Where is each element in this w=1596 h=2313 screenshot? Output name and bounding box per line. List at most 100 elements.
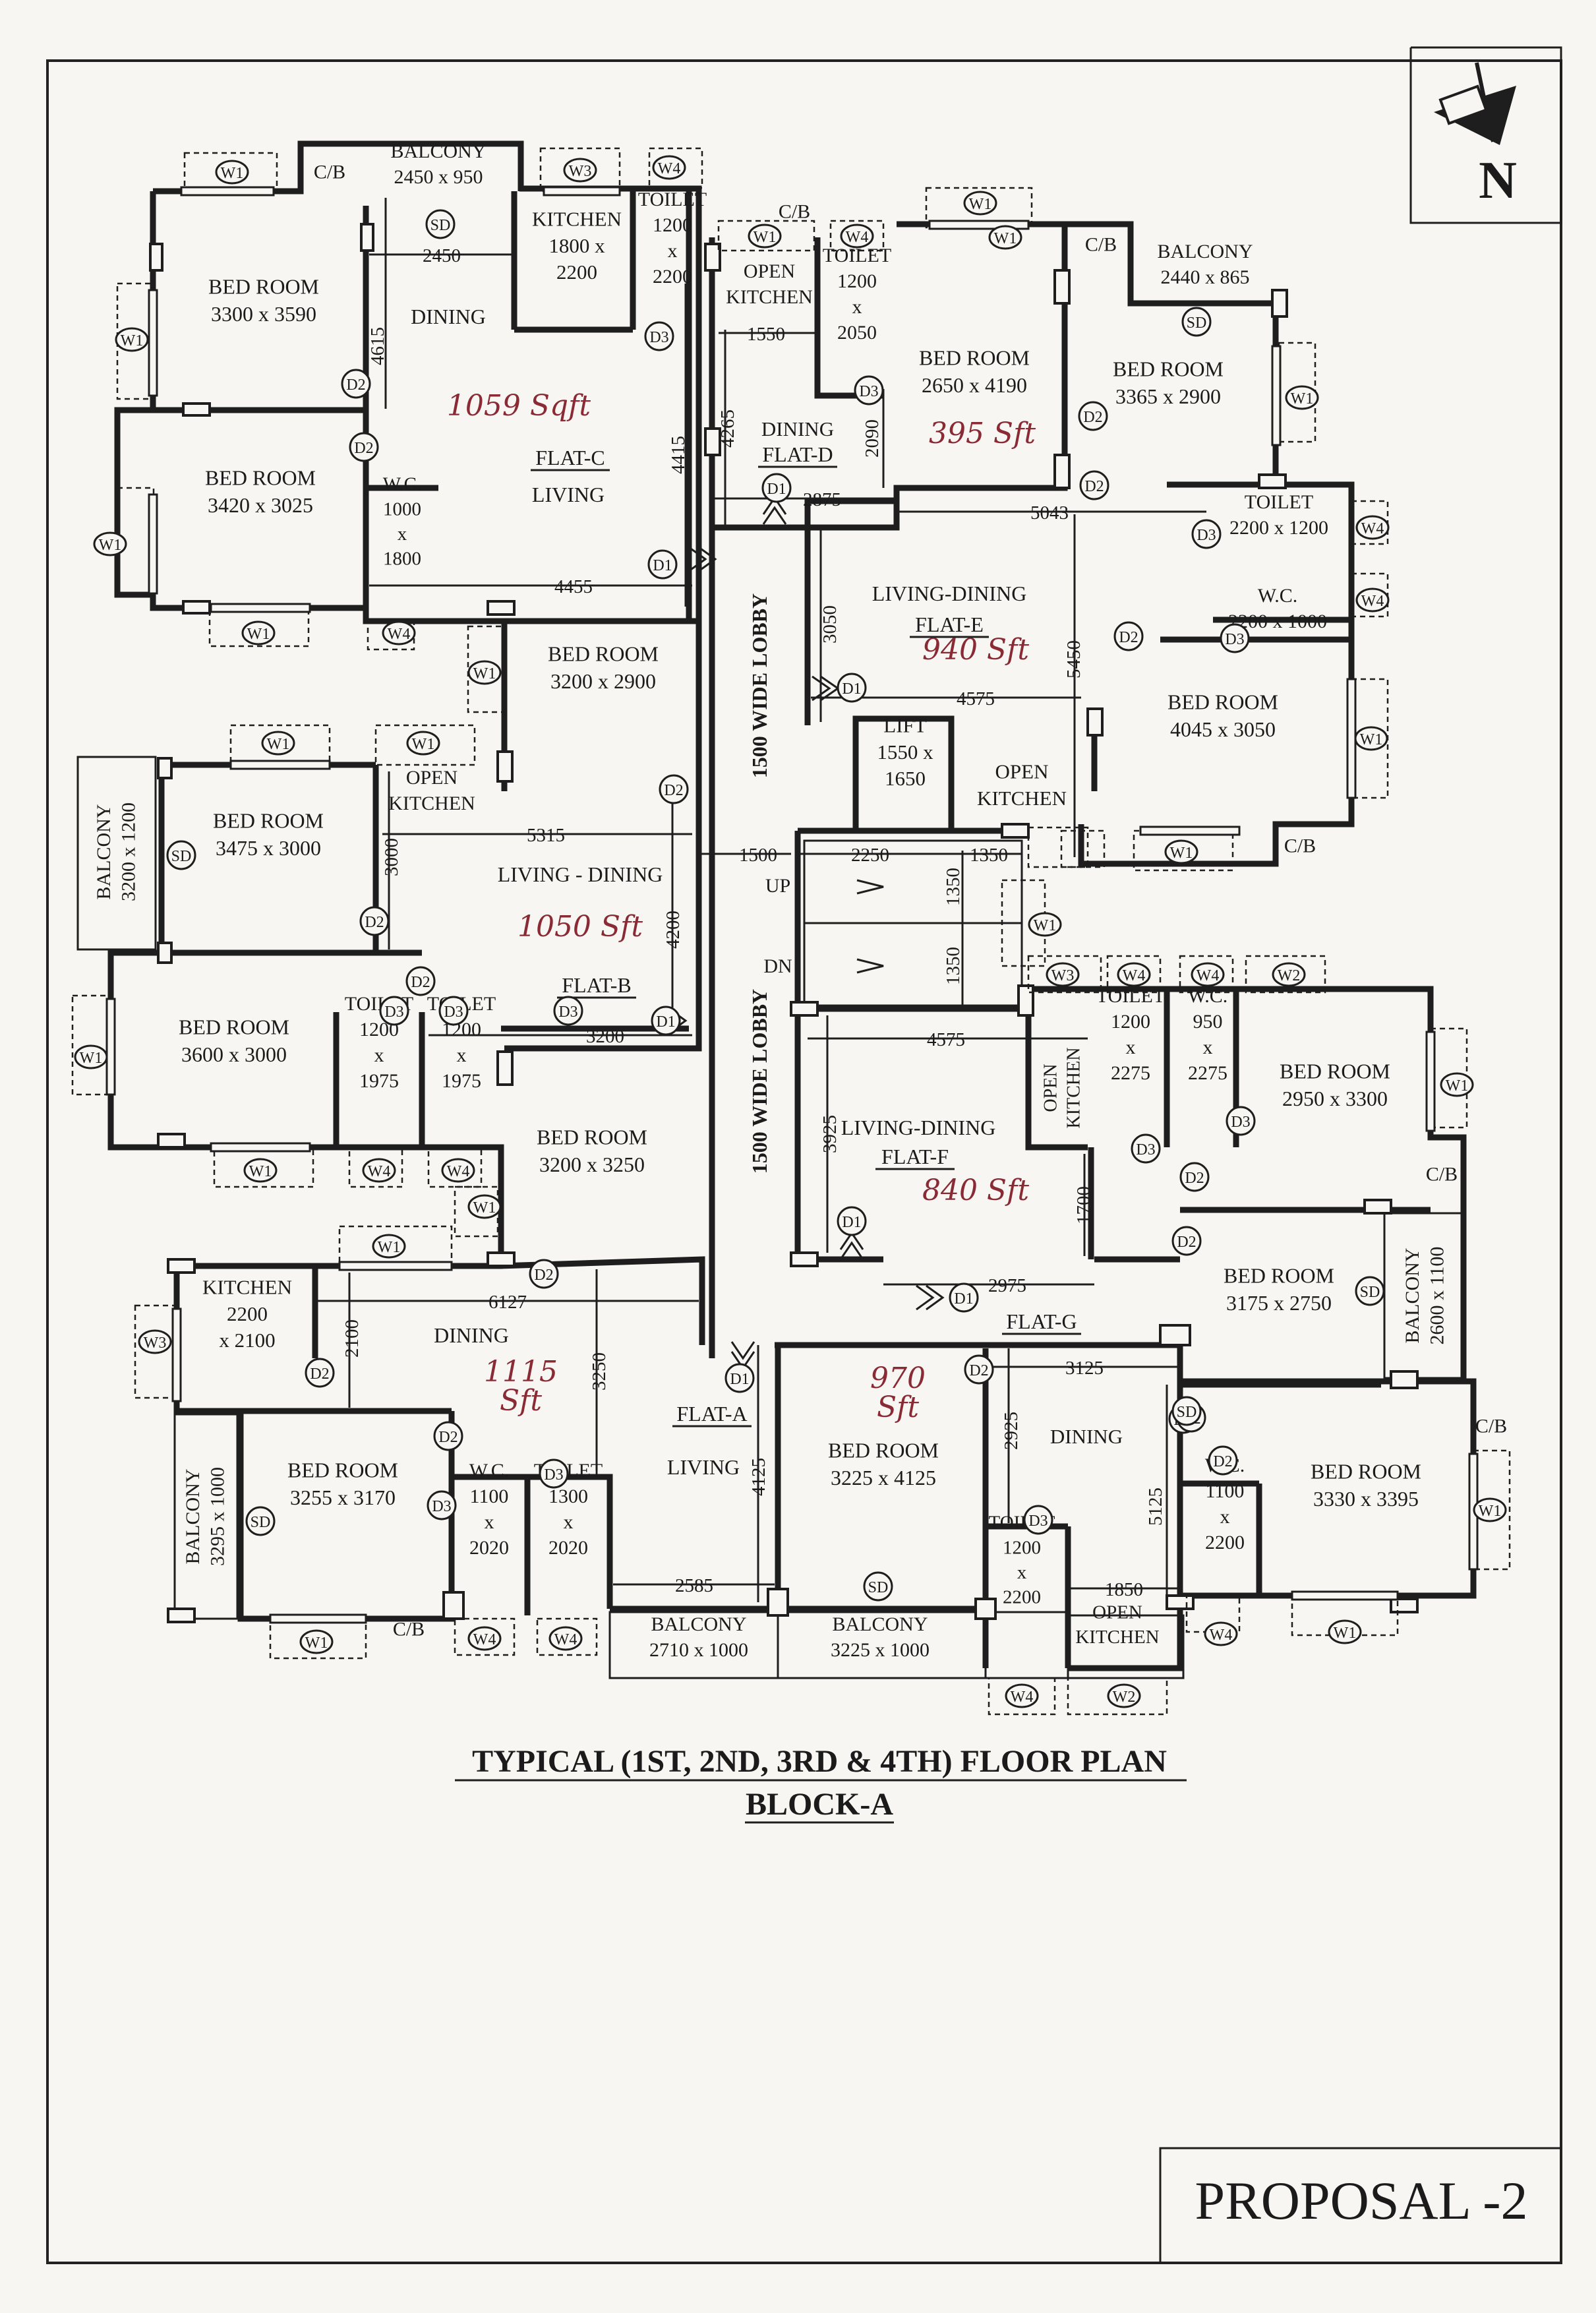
room-label-line: OPEN — [744, 260, 795, 282]
room-label-line: x — [1203, 1036, 1213, 1058]
room-label-line: 3225 x 4125 — [831, 1466, 936, 1489]
window-tag: W4 — [1355, 515, 1390, 540]
window-tag: W1 — [299, 1629, 334, 1654]
dimension-lines — [316, 198, 1206, 1602]
door-tag: D1 — [647, 549, 678, 580]
stair-up-label: UP — [765, 875, 790, 897]
tag-label: W1 — [249, 1163, 272, 1180]
door-tag: D2 — [405, 966, 436, 996]
tag-label: W4 — [1361, 593, 1384, 610]
room-label: DINING — [434, 1323, 509, 1347]
tag-label: W4 — [368, 1163, 391, 1180]
room-label-line: 2200 — [556, 260, 597, 284]
door-tag: D1 — [724, 1363, 755, 1393]
tag-label: W1 — [121, 332, 144, 349]
tag-label: SD — [868, 1579, 889, 1596]
dimension-label: 6127 — [488, 1292, 527, 1313]
tag-label: W3 — [1051, 967, 1075, 984]
tag-label: D2 — [1213, 1453, 1232, 1470]
room-label-line: BED ROOM — [208, 274, 319, 298]
tag-label: W4 — [473, 1631, 496, 1648]
room-label-line: 1100 — [1206, 1480, 1245, 1502]
room-label-line: KITCHEN — [1075, 1627, 1159, 1648]
tag-label: D2 — [1185, 1170, 1204, 1187]
tag-label: W1 — [221, 165, 244, 182]
room-label-line: 1800 x — [548, 234, 605, 257]
room-label-line: W.C. — [469, 1460, 510, 1482]
window-tag: W2 — [1272, 962, 1306, 987]
door-tag: D2 — [659, 774, 689, 804]
room-label-line: 3175 x 2750 — [1226, 1291, 1332, 1315]
tag-label: D2 — [438, 1429, 458, 1446]
flat-name-label: FLAT-B — [562, 973, 632, 997]
drawing-block: BLOCK-A — [746, 1787, 893, 1822]
room-label-line: x — [485, 1511, 494, 1533]
door-tag: D1 — [837, 673, 867, 703]
room-label-line: OPEN — [406, 767, 458, 789]
tag-label: D2 — [969, 1362, 988, 1379]
room-label-line: C/B — [1426, 1164, 1458, 1186]
dimension-label: 2585 — [675, 1575, 713, 1596]
tag-label: D3 — [1225, 631, 1244, 648]
lobby-label-lower: 1500 WIDE LOBBY — [748, 989, 771, 1174]
room-label-line: 1975 — [442, 1070, 481, 1092]
window-tag: W4 — [362, 1158, 396, 1183]
door-tag: D3 — [644, 321, 674, 351]
tag-label: D2 — [1177, 1234, 1196, 1251]
tag-label: D3 — [544, 1466, 563, 1484]
window-tag: W1 — [215, 160, 249, 185]
dimension-label: 1350 — [943, 868, 964, 906]
sliding-door-tag: SD — [1355, 1276, 1385, 1306]
window-tag: W1 — [1028, 912, 1062, 937]
door-tag: D3 — [427, 1490, 457, 1520]
door-tag: D1 — [651, 1006, 681, 1036]
dimension-label: 4575 — [957, 688, 995, 709]
tag-label: W1 — [1034, 917, 1057, 934]
room-label-line: x — [852, 296, 862, 318]
room-label: LIVING — [667, 1455, 740, 1479]
door-tag: D2 — [1078, 401, 1108, 431]
flat-area-label: 1050 Sft — [517, 910, 643, 944]
room-label-line: BED ROOM — [1280, 1059, 1390, 1083]
tag-label: D1 — [842, 680, 861, 698]
room-label-line: 3365 x 2900 — [1115, 384, 1221, 408]
tag-label: W1 — [247, 626, 270, 643]
tag-label: W1 — [1291, 390, 1314, 407]
room-label-line: LIVING-DINING — [872, 582, 1027, 605]
room-label-line: BED ROOM — [537, 1125, 647, 1149]
room-label-line: W.C. — [1188, 985, 1228, 1007]
room-label: C/B — [1426, 1164, 1458, 1186]
vertical-room-label-line: OPEN — [1040, 1064, 1061, 1112]
tag-label: W1 — [1446, 1077, 1469, 1095]
sliding-door-tag: SD — [425, 209, 456, 239]
proposal-box: PROPOSAL -2 — [1159, 2147, 1561, 2263]
room-label-line: x — [1220, 1506, 1230, 1528]
room-label-line: TOILET — [638, 189, 707, 210]
tag-label: D1 — [730, 1371, 749, 1388]
tag-label: W4 — [1011, 1689, 1034, 1706]
tag-label: D2 — [346, 376, 365, 394]
tag-label: D3 — [1231, 1114, 1250, 1131]
tag-label: W1 — [305, 1635, 328, 1652]
north-arrow-box: N — [1409, 46, 1562, 224]
room-label-line: DINING — [411, 305, 486, 328]
sliding-door-tag: SD — [863, 1571, 893, 1602]
room-label-line: BALCONY — [1157, 241, 1253, 262]
room-label-line: C/B — [1284, 835, 1316, 857]
drawing-title: TYPICAL (1ST, 2ND, 3RD & 4TH) FLOOR PLAN — [472, 1744, 1167, 1779]
tag-label: W4 — [447, 1163, 470, 1180]
window-tag: W2 — [1107, 1683, 1141, 1708]
window-tag: W1 — [74, 1044, 108, 1069]
room-label-line: 1100 — [470, 1486, 509, 1507]
dimension-label: 2975 — [988, 1275, 1026, 1296]
